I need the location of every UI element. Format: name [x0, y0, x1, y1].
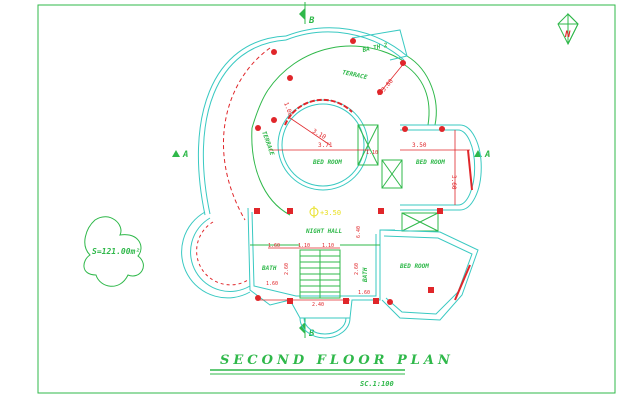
- level-marker: +3.50: [309, 206, 341, 218]
- lower-bedroom-wall: [379, 229, 479, 321]
- stair-treads: [300, 250, 340, 298]
- room-bath-left: BATH: [261, 265, 277, 272]
- section-b-bottom-label: B: [308, 329, 315, 339]
- bath2-wall: [351, 29, 408, 61]
- room-bed-room-3: BED ROOM: [399, 263, 429, 270]
- room-terrace-left: TERRACE: [260, 130, 275, 157]
- dim-13: 1.60: [266, 281, 278, 287]
- section-marker-b-top: B: [299, 2, 315, 26]
- section-marker-b-bottom: B: [299, 318, 315, 339]
- room-bath-right: BATH: [362, 267, 369, 283]
- drawing-scale: SC.1:100: [360, 380, 394, 388]
- closet-right: [381, 159, 403, 189]
- drawing-title: SECOND FLOOR PLAN: [220, 353, 454, 368]
- dim-4: 3.50: [412, 142, 427, 149]
- section-a-left-label: A: [182, 150, 188, 160]
- bottom-bay-wall: [299, 317, 351, 339]
- dim-15: 1.60: [358, 290, 370, 296]
- section-marker-a-left: A: [172, 150, 188, 160]
- area-label: S=121.00m²: [92, 247, 140, 256]
- north-arrow-icon: N: [557, 12, 579, 46]
- room-bed-room-2: BED ROOM: [415, 159, 445, 166]
- dim-7: 1.10: [366, 150, 378, 156]
- dimension-lines: [258, 61, 470, 301]
- terrace-left-arc: [197, 35, 287, 216]
- dim-16: 6.40: [356, 226, 362, 238]
- dim-8: 1.10: [298, 243, 310, 249]
- terrace-inner-wall: [267, 45, 406, 91]
- dim-9: 1.10: [322, 243, 334, 249]
- column-markers: [254, 38, 445, 305]
- terrace-right-cap: [406, 55, 437, 126]
- dashed-radius-line: [223, 47, 271, 221]
- dim-5: 3.80: [380, 77, 395, 93]
- dim-12: 2.60: [354, 263, 360, 275]
- dim-11: 2.60: [284, 263, 290, 275]
- dim-14: 2.40: [312, 302, 324, 308]
- room-terrace-top: TERRACE: [342, 69, 369, 81]
- area-outline: [83, 216, 144, 287]
- terrace-outer-wall: [285, 27, 408, 57]
- right-bedroom-wall: [400, 124, 482, 211]
- section-b-top-label: B: [308, 16, 315, 26]
- dim-6: 3.60: [450, 175, 457, 190]
- closet-left: [357, 124, 379, 166]
- dim-10: 1.60: [268, 243, 280, 249]
- north-label: N: [564, 30, 571, 40]
- room-bed-room-1: BED ROOM: [312, 159, 342, 166]
- dim-2: 3.71: [318, 142, 333, 149]
- dim-3: 3.10: [311, 128, 327, 141]
- room-night-hall: NIGHT HALL: [305, 228, 343, 235]
- dim-1: 1.00: [282, 101, 294, 117]
- section-marker-a-right: A: [474, 150, 490, 160]
- section-a-right-label: A: [484, 150, 490, 160]
- drawing-frame: [37, 4, 616, 394]
- level-label: +3.50: [320, 209, 341, 217]
- left-bay-wall: [181, 211, 251, 299]
